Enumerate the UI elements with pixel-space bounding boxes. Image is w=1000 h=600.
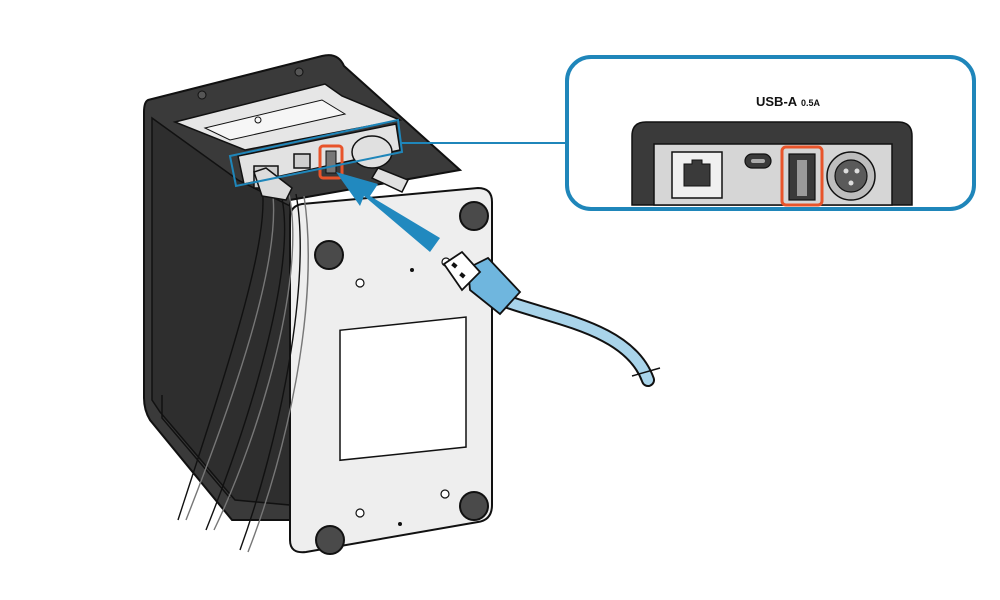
- usb-c-port-small: [293, 153, 311, 169]
- usb-plug-connector: [442, 250, 482, 292]
- printer-foot: [315, 525, 345, 555]
- power-port-small: [351, 135, 393, 169]
- printer-cables: [177, 185, 309, 553]
- printer-foot: [459, 201, 489, 231]
- lan-port-icon: [671, 151, 723, 199]
- port-callout: USB-A 0.5A: [565, 55, 976, 211]
- printer-foot: [459, 491, 489, 521]
- insert-arrow-icon: [336, 172, 440, 252]
- usb-cable: [442, 250, 661, 387]
- printer-label-area: [339, 316, 467, 462]
- callout-port-label: USB-A: [756, 94, 798, 109]
- usb-a-port-icon: [780, 145, 824, 207]
- printer-foot: [314, 240, 344, 270]
- port-area-frame: [228, 118, 404, 188]
- callout-port-rating: 0.5A: [801, 98, 821, 108]
- printer: [143, 54, 493, 555]
- usb-c-port-icon: [744, 153, 772, 169]
- usb-a-port-small: [318, 144, 344, 180]
- power-port-icon: [826, 151, 876, 201]
